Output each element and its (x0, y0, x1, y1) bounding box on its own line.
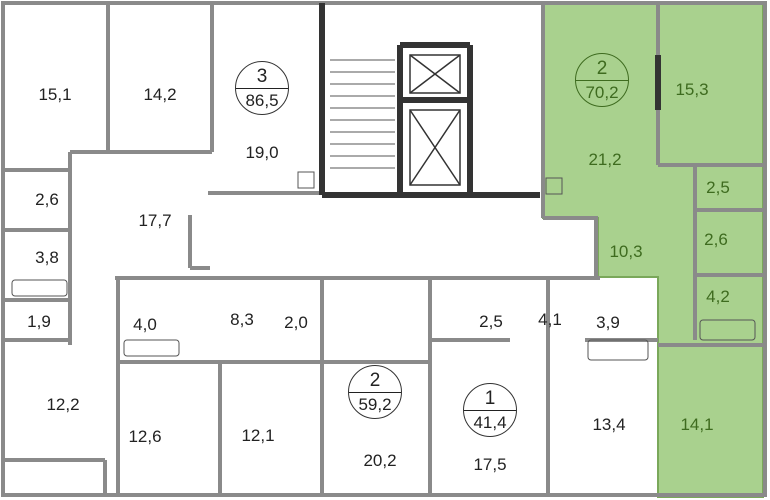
apartment-badge-2-rooms[interactable]: 2 59,2 (348, 365, 402, 419)
apartment-badge-selected[interactable]: 2 70,2 (575, 53, 629, 107)
room-area: 8,3 (230, 310, 254, 329)
room-area: 14,1 (680, 415, 714, 434)
room-area: 17,7 (138, 211, 172, 230)
room-area: 19,0 (245, 143, 279, 162)
room-area: 4,2 (706, 287, 730, 306)
room-area: 1,9 (27, 312, 51, 331)
apartment-badge-1-room[interactable]: 1 41,4 (463, 383, 517, 437)
room-area: 15,3 (675, 80, 709, 99)
room-area: 17,5 (473, 455, 507, 474)
room-area: 3,9 (596, 313, 620, 332)
fixtures (11, 171, 756, 361)
room-area: 2,6 (704, 230, 728, 249)
room-area: 2,0 (284, 313, 308, 332)
room-area: 10,3 (609, 242, 643, 261)
room-area: 2,6 (35, 190, 59, 209)
rooms-count: 2 (369, 370, 381, 391)
room-area: 2,5 (706, 178, 730, 197)
room-area: 14,2 (143, 85, 177, 104)
room-area: 21,2 (588, 150, 622, 169)
rooms-count: 1 (484, 388, 496, 409)
room-area: 20,2 (363, 451, 397, 470)
core-walls (319, 3, 661, 198)
apartment-area: 41,4 (473, 413, 507, 432)
room-area: 12,6 (128, 427, 162, 446)
stairs (330, 59, 395, 169)
room-area: 4,1 (538, 310, 562, 329)
rooms-count: 3 (256, 66, 268, 87)
apartment-area: 86,5 (245, 91, 279, 110)
room-area: 15,1 (38, 85, 72, 104)
apartment-area: 70,2 (585, 83, 619, 102)
room-area: 3,8 (35, 248, 59, 267)
room-area: 2,5 (479, 312, 503, 331)
room-area: 12,1 (241, 426, 275, 445)
apartment-badge-3-rooms[interactable]: 3 86,5 (235, 61, 289, 115)
room-area: 12,2 (46, 395, 80, 414)
elevators (409, 54, 461, 186)
rooms-count: 2 (596, 58, 608, 79)
apartment-area: 59,2 (358, 395, 392, 414)
room-area: 13,4 (592, 415, 626, 434)
room-area: 4,0 (133, 315, 157, 334)
